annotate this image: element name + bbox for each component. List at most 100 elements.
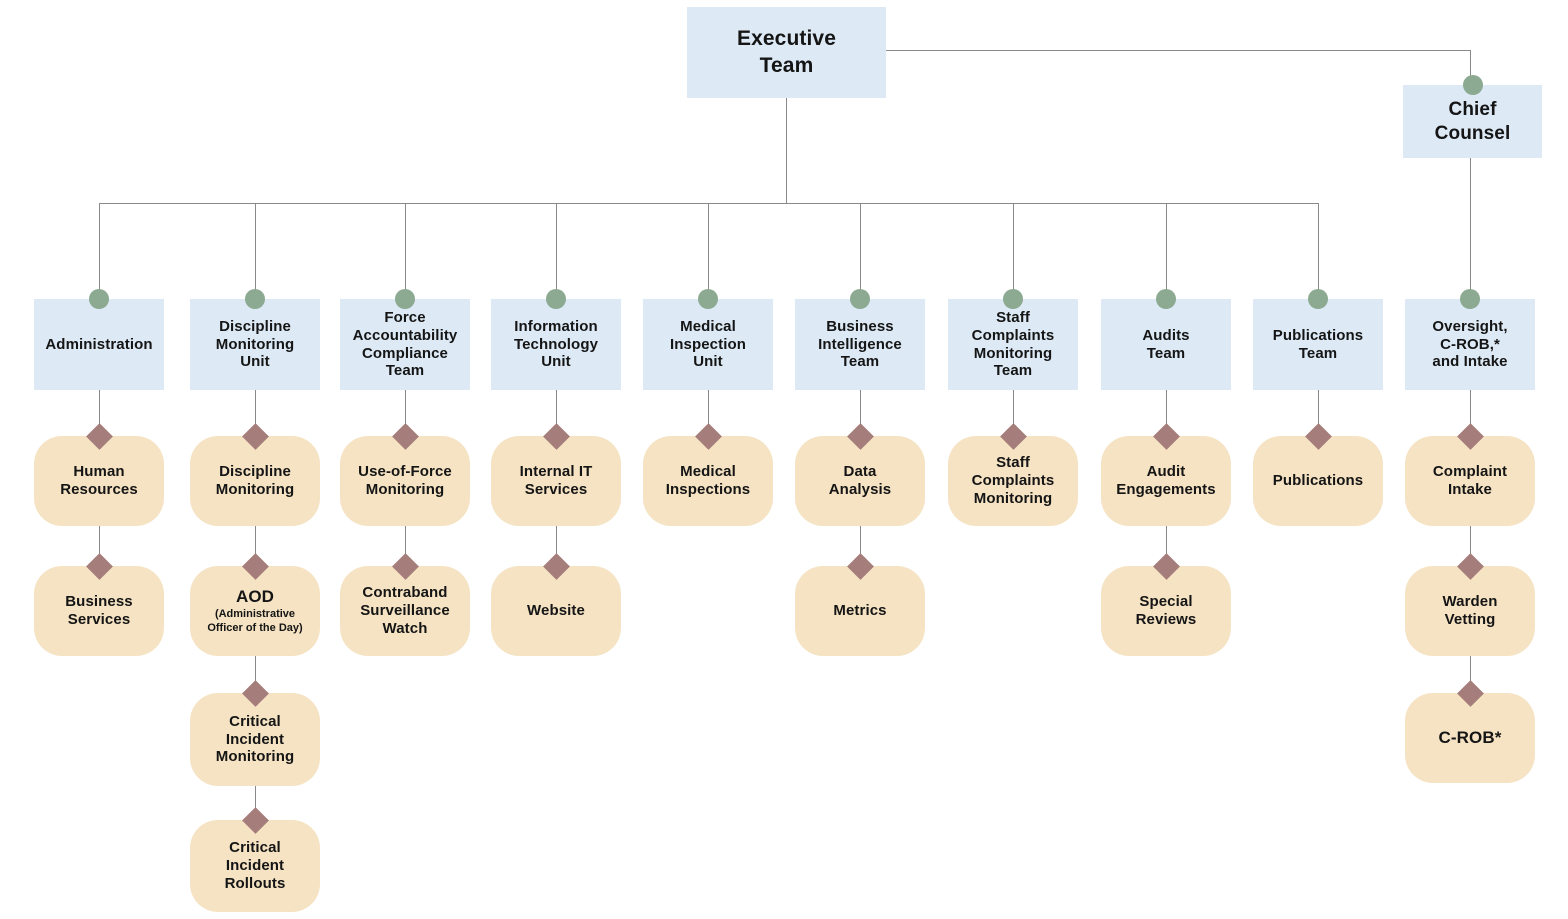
connector-dot-icon [1462, 75, 1483, 95]
connector-line [708, 204, 710, 300]
node-label: Critical Incident Monitoring [215, 712, 295, 766]
node-business-services: Business Services [34, 552, 164, 656]
connector-diamond-icon [999, 422, 1027, 450]
node-label: Discipline Monitoring Unit [215, 317, 295, 371]
connector-line [99, 203, 1319, 205]
connector-line [1318, 204, 1320, 300]
node-publications: Publications [1253, 422, 1383, 526]
connector-dot-icon [245, 289, 265, 309]
connector-line [860, 204, 862, 300]
connector-diamond-icon [694, 422, 722, 450]
node-internal-it-services: Internal IT Services [491, 422, 621, 526]
node-label: Staff Complaints Monitoring [971, 454, 1055, 507]
connector-diamond-icon [241, 806, 269, 834]
node-aod: AOD (Administrative Officer of the Day) [190, 552, 320, 656]
connector-dot-icon [1460, 289, 1480, 309]
node-label: Oversight, C-ROB,* and Intake [1432, 317, 1508, 371]
node-website: Website [491, 552, 621, 656]
connector-dot-icon [89, 289, 109, 309]
node-label: Audits Team [1142, 326, 1190, 362]
connector-line [556, 204, 558, 300]
connector-diamond-icon [846, 422, 874, 450]
connector-diamond-icon [391, 552, 419, 580]
connector-line [99, 204, 101, 300]
connector-line [255, 526, 257, 566]
node-label: Medical Inspections [665, 463, 751, 498]
node-label: Information Technology Unit [513, 317, 599, 371]
connector-line [1470, 526, 1472, 566]
connector-diamond-icon [1456, 552, 1484, 580]
node-label: Executive Team [737, 27, 836, 77]
node-chief-counsel: Chief Counsel [1403, 75, 1542, 158]
node-label: Data Analysis [828, 463, 892, 498]
connector-line [99, 390, 101, 436]
connector-line [255, 656, 257, 693]
connector-line [255, 786, 257, 820]
node-special-reviews: Special Reviews [1101, 552, 1231, 656]
connector-line [886, 50, 1471, 52]
node-label: Publications Team [1272, 326, 1364, 362]
node-complaint-intake: Complaint Intake [1405, 422, 1535, 526]
node-label: C-ROB* [1438, 727, 1502, 747]
connector-line [1166, 526, 1168, 566]
connector-dot-icon [698, 289, 718, 309]
node-label: Medical Inspection Unit [669, 317, 746, 371]
node-label: Use-of-Force Monitoring [358, 463, 452, 498]
node-label: Business Intelligence Team [818, 317, 902, 371]
node-medical-inspections: Medical Inspections [643, 422, 773, 526]
node-sublabel: (Administrative Officer of the Day) [207, 607, 303, 634]
connector-line [1470, 158, 1472, 300]
connector-diamond-icon [1456, 422, 1484, 450]
node-publications-team: Publications Team [1253, 289, 1383, 390]
connector-diamond-icon [1304, 422, 1332, 450]
node-data-analysis: Data Analysis [795, 422, 925, 526]
node-audit-engagements: Audit Engagements [1101, 422, 1231, 526]
node-label: Website [527, 602, 585, 620]
node-human-resources: Human Resources [34, 422, 164, 526]
connector-diamond-icon [846, 552, 874, 580]
node-discipline-monitoring: Discipline Monitoring [190, 422, 320, 526]
node-critical-incident-rollouts: Critical Incident Rollouts [190, 806, 320, 912]
node-use-of-force-monitoring: Use-of-Force Monitoring [340, 422, 470, 526]
connector-line [405, 204, 407, 300]
node-label: Critical Incident Rollouts [224, 839, 286, 892]
node-label: AOD [235, 586, 275, 606]
connector-line [405, 526, 407, 566]
connector-line [255, 204, 257, 300]
connector-line [1013, 204, 1015, 300]
connector-line [556, 526, 558, 566]
node-staff-complaints-monitoring-team: Staff Complaints Monitoring Team [948, 289, 1078, 390]
connector-dot-icon [1308, 289, 1328, 309]
node-label: Publications [1272, 472, 1364, 490]
node-warden-vetting: Warden Vetting [1405, 552, 1535, 656]
node-critical-incident-monitoring: Critical Incident Monitoring [190, 679, 320, 786]
connector-diamond-icon [85, 422, 113, 450]
connector-line [1318, 390, 1320, 436]
node-label: Special Reviews [1135, 593, 1197, 628]
connector-dot-icon [1003, 289, 1023, 309]
node-label: Metrics [833, 602, 887, 620]
connector-line [99, 526, 101, 566]
connector-line [405, 390, 407, 436]
node-label: Human Resources [60, 463, 138, 498]
node-administration: Administration [34, 289, 164, 390]
connector-diamond-icon [241, 552, 269, 580]
connector-diamond-icon [241, 422, 269, 450]
node-label: Staff Complaints Monitoring Team [971, 309, 1055, 380]
connector-dot-icon [395, 289, 415, 309]
connector-dot-icon [850, 289, 870, 309]
node-executive-team: Executive Team [687, 7, 886, 98]
connector-line [1470, 390, 1472, 436]
connector-diamond-icon [542, 422, 570, 450]
connector-line [1166, 204, 1168, 300]
node-contraband-surveillance-watch: Contraband Surveillance Watch [340, 552, 470, 656]
connector-line [786, 98, 788, 204]
node-audits-team: Audits Team [1101, 289, 1231, 390]
connector-diamond-icon [391, 422, 419, 450]
node-discipline-monitoring-unit: Discipline Monitoring Unit [190, 289, 320, 390]
node-label: Audit Engagements [1116, 463, 1216, 498]
connector-diamond-icon [542, 552, 570, 580]
node-label: Chief Counsel [1434, 98, 1511, 144]
node-medical-inspection-unit: Medical Inspection Unit [643, 289, 773, 390]
